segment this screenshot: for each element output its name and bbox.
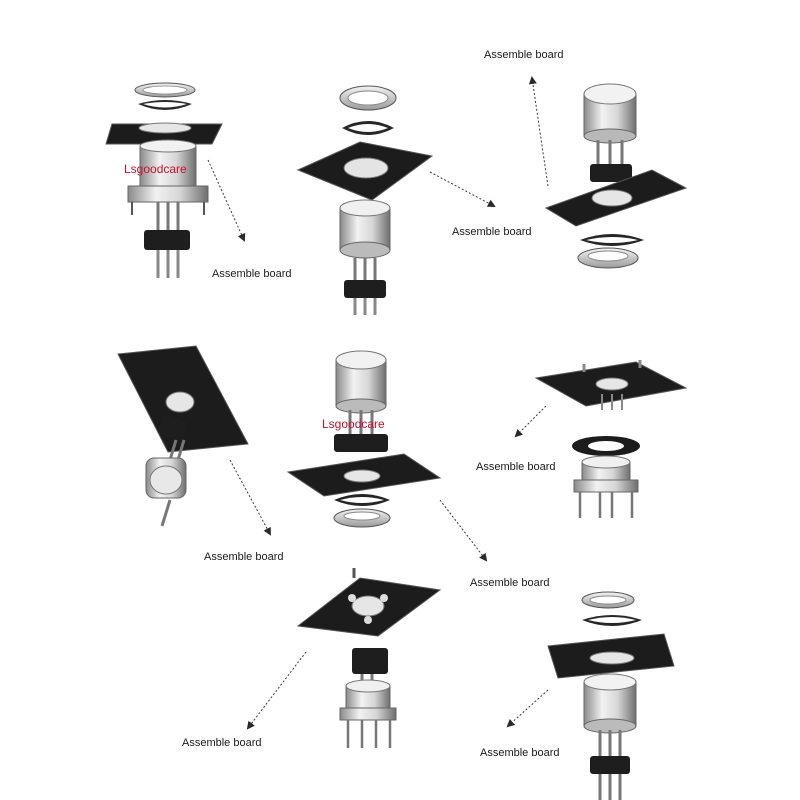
pin-insulator: [158, 415, 188, 441]
pin-insulator: [334, 434, 388, 452]
diagram-6: Assemble board: [476, 360, 688, 518]
diagram-4: Assemble board: [117, 345, 284, 563]
assemble-board-label: Assemble board: [204, 551, 284, 563]
assemble-board-label: Assemble board: [484, 49, 564, 61]
watermark: Lsgoodcare: [322, 417, 385, 431]
assemble-board-label: Assemble board: [476, 461, 556, 473]
mounting-panel: [105, 123, 223, 145]
pin-insulator: [590, 164, 632, 182]
assemble-board-label: Assemble board: [182, 737, 262, 749]
pin-insulator: [344, 280, 386, 298]
pin-insulator: [144, 230, 190, 250]
assemble-board-label: Assemble board: [470, 577, 550, 589]
diagram-1: Lsgoodcare Assemble board: [105, 82, 292, 280]
assemble-board-label: Assemble board: [212, 268, 292, 280]
diagram-2: Assemble board: [296, 85, 532, 315]
diagram-7: Assemble board: [182, 568, 442, 749]
diagram-5: Lsgoodcare Assemble board: [286, 350, 550, 589]
pin-insulator: [590, 756, 630, 774]
diagram-8: Assemble board: [480, 591, 675, 800]
assemble-board-label: Assemble board: [480, 747, 560, 759]
pin-insulator: [352, 648, 388, 674]
watermark: Lsgoodcare: [124, 162, 187, 176]
assemble-board-label: Assemble board: [452, 226, 532, 238]
diagram-3: Assemble board: [484, 49, 688, 269]
